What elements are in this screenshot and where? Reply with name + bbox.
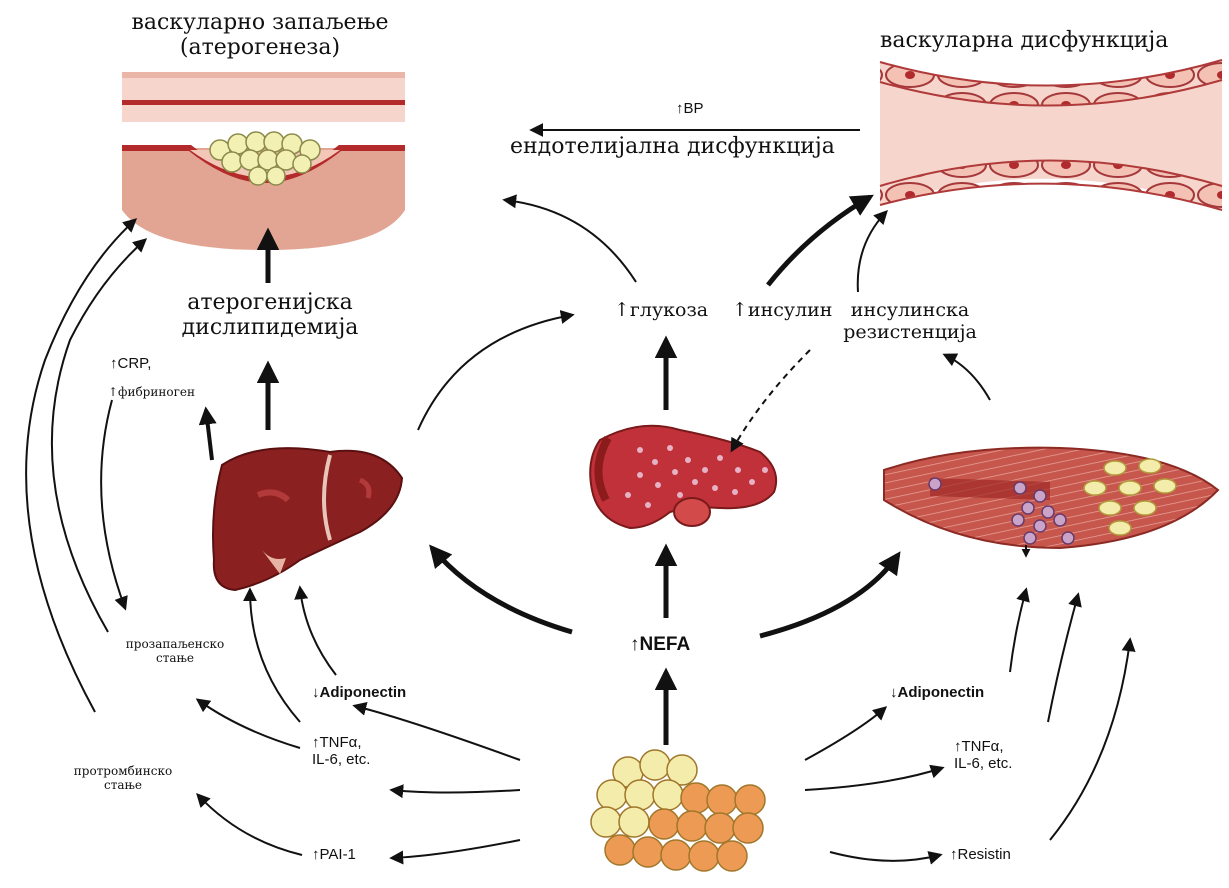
tnf-left-label: ↑TNFα, IL-6, etc. bbox=[312, 734, 370, 769]
adiponectin-right-label: ↓Adiponectin bbox=[890, 684, 984, 701]
arrow-tnf-right-to-muscle bbox=[1048, 595, 1078, 722]
insulin-resistance-line1: инсулинска bbox=[830, 300, 990, 322]
arrow-adipose-to-resistin bbox=[830, 852, 940, 861]
adipose-tissue-illustration bbox=[591, 750, 765, 871]
vascular-inflammation-line1: васкуларно запаљење bbox=[100, 10, 420, 35]
endothelial-dysfunction-label: ендотелијална дисфункција bbox=[510, 134, 835, 159]
endothelial-vessel-illustration bbox=[880, 60, 1222, 210]
tnf-right-line1: ↑TNFα, bbox=[954, 738, 1012, 755]
pancreas-illustration bbox=[590, 426, 776, 528]
resistin-label: ↑Resistin bbox=[950, 846, 1011, 863]
arrow-glucose-to-dysfunction bbox=[768, 197, 870, 285]
arrow-resistance-to-dysfunction bbox=[858, 212, 886, 292]
arrow-adipose-to-tnf-right bbox=[805, 768, 942, 790]
tnf-left-line2: IL-6, etc. bbox=[312, 751, 370, 768]
arrow-muscle-to-resistance bbox=[945, 355, 990, 400]
tnf-left-line1: ↑TNFα, bbox=[312, 734, 370, 751]
fibrinogen-label: ↑фибриноген bbox=[108, 386, 195, 400]
pai1-label: ↑PAI-1 bbox=[312, 846, 356, 863]
proinflammatory-line1: прозапаљенско bbox=[100, 638, 250, 652]
arrow-proinflammatory-to-inflammation bbox=[52, 240, 145, 632]
arrow-nefa-to-muscle bbox=[760, 555, 898, 636]
arrow-pai-to-prothrombotic bbox=[198, 795, 302, 855]
proinflammatory-line2: стање bbox=[100, 652, 250, 666]
muscle-illustration bbox=[884, 448, 1218, 556]
nefa-label: ↑NEFA bbox=[630, 634, 690, 656]
insulin-resistance-line2: резистенција bbox=[830, 322, 990, 344]
prothrombotic-state-label: протромбинско стање bbox=[48, 765, 198, 793]
atherogenic-line1: атерогенијска bbox=[150, 290, 390, 315]
insulin-label: ↑инсулин bbox=[732, 300, 832, 322]
arrow-adiponectin-right-to-muscle bbox=[1010, 590, 1026, 672]
arrow-liver-to-glucose bbox=[418, 315, 572, 430]
prothrombotic-line2: стање bbox=[48, 779, 198, 793]
arrow-nefa-to-liver bbox=[432, 548, 572, 632]
arrow-insulin-to-pancreas-dashed bbox=[732, 350, 810, 450]
bp-label: ↑BP bbox=[676, 100, 704, 117]
adiponectin-left-label: ↓Adiponectin bbox=[312, 684, 406, 701]
arrow-adipose-to-adiponectin-left bbox=[355, 706, 520, 760]
arrow-tnf-to-proinflammatory bbox=[198, 700, 300, 748]
arrow-resistin-to-muscle bbox=[1050, 640, 1130, 840]
insulin-resistance-label: инсулинска резистенција bbox=[830, 300, 990, 344]
arrow-adipose-to-tnf-left bbox=[392, 790, 520, 793]
vascular-dysfunction-label: васкуларна дисфункција bbox=[880, 28, 1168, 53]
vascular-inflammation-label: васкуларно запаљење (атерогенеза) bbox=[100, 10, 420, 61]
crp-label: ↑CRP, bbox=[110, 355, 151, 372]
arrow-adiponectin-to-liver bbox=[300, 588, 336, 675]
liver-illustration bbox=[213, 448, 402, 590]
arrow-adipose-to-pai-left bbox=[392, 840, 520, 858]
tnf-right-line2: IL-6, etc. bbox=[954, 755, 1012, 772]
arrow-adipose-to-adiponectin-right bbox=[805, 708, 885, 760]
atherosclerotic-vessel-illustration bbox=[122, 72, 405, 250]
atherogenic-line2: дислипидемија bbox=[150, 315, 390, 340]
proinflammatory-state-label: прозапаљенско стање bbox=[100, 638, 250, 666]
arrow-glucose-to-inflammation bbox=[505, 200, 636, 282]
arrow-tnf-to-liver bbox=[250, 590, 300, 722]
glucose-label: ↑глукоза bbox=[614, 300, 708, 322]
prothrombotic-line1: протромбинско bbox=[48, 765, 198, 779]
arrow-crp-to-proinflammatory bbox=[101, 400, 125, 608]
vascular-inflammation-line2: (атерогенеза) bbox=[100, 35, 420, 60]
atherogenic-dyslipidemia-label: атерогенијска дислипидемија bbox=[150, 290, 390, 341]
tnf-right-label: ↑TNFα, IL-6, etc. bbox=[954, 738, 1012, 773]
arrow-liver-to-crp bbox=[206, 410, 212, 460]
